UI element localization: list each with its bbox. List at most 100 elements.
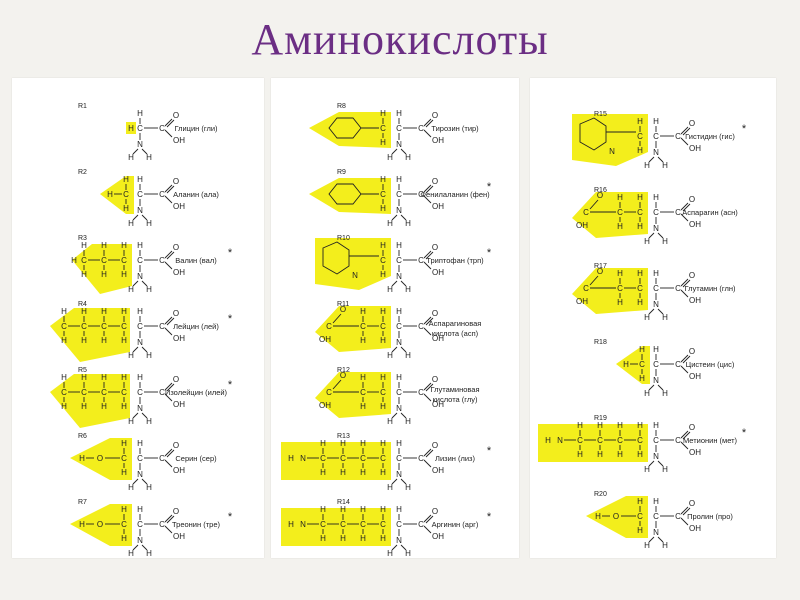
atom-label: H xyxy=(380,534,386,543)
atom-label: H xyxy=(146,153,152,162)
atom-label: C xyxy=(360,454,366,463)
bond xyxy=(166,185,175,194)
essential-mark: * xyxy=(742,123,747,135)
atom-label: H xyxy=(637,269,643,278)
bond xyxy=(164,448,173,457)
atom-label: H xyxy=(387,351,393,360)
bond xyxy=(423,382,432,391)
atom-label: H xyxy=(380,336,386,345)
atom-label: OH xyxy=(432,136,444,145)
bond xyxy=(680,137,689,146)
atom-label: C xyxy=(653,436,659,445)
atom-label: H xyxy=(380,241,386,250)
atom-label: OH xyxy=(432,268,444,277)
atom-label: H xyxy=(107,190,113,199)
r-group-label: R16 xyxy=(594,187,607,194)
atom-label: C xyxy=(380,322,386,331)
atom-label: H xyxy=(146,483,152,492)
atom-label: O xyxy=(613,512,619,521)
amino-acid-name: Серин (сер) xyxy=(175,454,217,463)
atom-label: C xyxy=(675,132,681,141)
bond xyxy=(423,250,432,259)
side-chain-highlight xyxy=(572,268,648,314)
atom-label: O xyxy=(432,243,438,252)
bond xyxy=(423,184,432,193)
atom-label: C xyxy=(137,322,143,331)
side-chain-highlight xyxy=(281,508,391,546)
amino-acid-name: Гистидин (гис) xyxy=(685,132,735,141)
atom-label: C xyxy=(653,284,659,293)
atom-label: N xyxy=(557,436,563,445)
atom-label: H xyxy=(380,402,386,411)
atom-label: H xyxy=(121,468,127,477)
essential-mark: * xyxy=(487,247,492,259)
atom-label: H xyxy=(137,439,143,448)
bond xyxy=(423,393,432,402)
atom-label: H xyxy=(137,109,143,118)
atom-label: H xyxy=(101,307,107,316)
atom-label: H xyxy=(61,336,67,345)
bond xyxy=(391,214,398,221)
atom-label: H xyxy=(71,256,77,265)
atom-label: H xyxy=(577,421,583,430)
atom-label: H xyxy=(637,298,643,307)
bond xyxy=(164,459,173,468)
atom-label: C xyxy=(675,512,681,521)
atom-label: H xyxy=(405,219,411,228)
atom-label: C xyxy=(396,520,402,529)
r-group-label: R20 xyxy=(594,491,607,498)
bond xyxy=(680,126,689,135)
atom-label: H xyxy=(61,373,67,382)
side-chain-highlight xyxy=(315,238,391,290)
atom-label: C xyxy=(653,132,659,141)
bond xyxy=(400,478,407,485)
amino-acid-name: Метионин (мет) xyxy=(683,436,738,445)
atom-label: H xyxy=(128,483,134,492)
bond xyxy=(423,261,432,270)
bond xyxy=(682,507,691,516)
atom-label: H xyxy=(637,146,643,155)
atom-label: N xyxy=(653,376,659,385)
side-chain-highlight xyxy=(309,178,391,214)
atom-label: H xyxy=(405,483,411,492)
atom-label: H xyxy=(320,505,326,514)
bond xyxy=(680,278,689,287)
bond xyxy=(657,232,664,239)
atom-label: O xyxy=(340,305,346,314)
atom-label: C xyxy=(396,190,402,199)
bond xyxy=(400,412,407,419)
atom-label: OH xyxy=(689,448,701,457)
atom-label: H xyxy=(577,450,583,459)
atom-label: H xyxy=(653,421,659,430)
atom-label: O xyxy=(432,507,438,516)
amino-acid-name: Аспарагин (асн) xyxy=(682,208,738,217)
atom-label: C xyxy=(637,132,643,141)
atom-label: N xyxy=(396,206,402,215)
bond xyxy=(400,280,407,287)
r-group-label: R8 xyxy=(337,103,346,110)
atom-label: N xyxy=(137,338,143,347)
atom-label: OH xyxy=(173,202,185,211)
bond xyxy=(648,460,655,467)
amino-acid-name: Цистеин (цис) xyxy=(686,360,735,369)
bond xyxy=(166,449,175,458)
r-group-label: R6 xyxy=(78,433,87,440)
side-chain-highlight xyxy=(70,438,132,480)
bond xyxy=(164,327,173,336)
atom-label: H xyxy=(653,193,659,202)
bond xyxy=(648,156,655,163)
atom-label: H xyxy=(644,313,650,322)
bond xyxy=(425,449,434,458)
atom-label: C xyxy=(418,124,424,133)
bond xyxy=(425,515,434,524)
atom-label: H xyxy=(653,269,659,278)
